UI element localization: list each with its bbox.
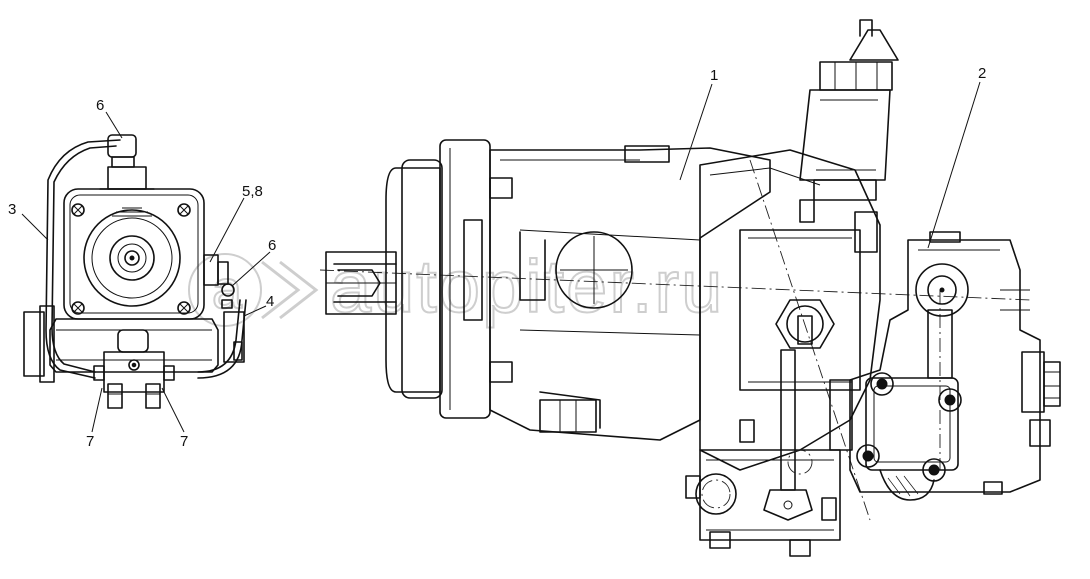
callout-5-8: 5,8 <box>242 183 263 200</box>
callout-6-side: 6 <box>268 237 276 254</box>
cover-bolts <box>856 372 962 482</box>
callout-7-left: 7 <box>86 433 94 450</box>
callout-7-right: 7 <box>180 433 188 450</box>
watermark: a autopiter.ru <box>188 244 724 329</box>
watermark-text: autopiter.ru <box>330 245 724 328</box>
relief-valve <box>799 19 899 201</box>
leader-lines <box>21 81 981 433</box>
callout-2: 2 <box>978 65 986 82</box>
control-valve <box>849 231 1061 501</box>
pump-end-view <box>23 134 247 409</box>
callout-6-top: 6 <box>96 97 104 114</box>
callout-1: 1 <box>710 67 718 84</box>
flange-bolts <box>71 203 191 315</box>
callout-4: 4 <box>266 293 274 310</box>
callouts: 6 3 5,8 6 4 7 7 1 2 <box>8 65 986 450</box>
callout-3: 3 <box>8 201 16 218</box>
